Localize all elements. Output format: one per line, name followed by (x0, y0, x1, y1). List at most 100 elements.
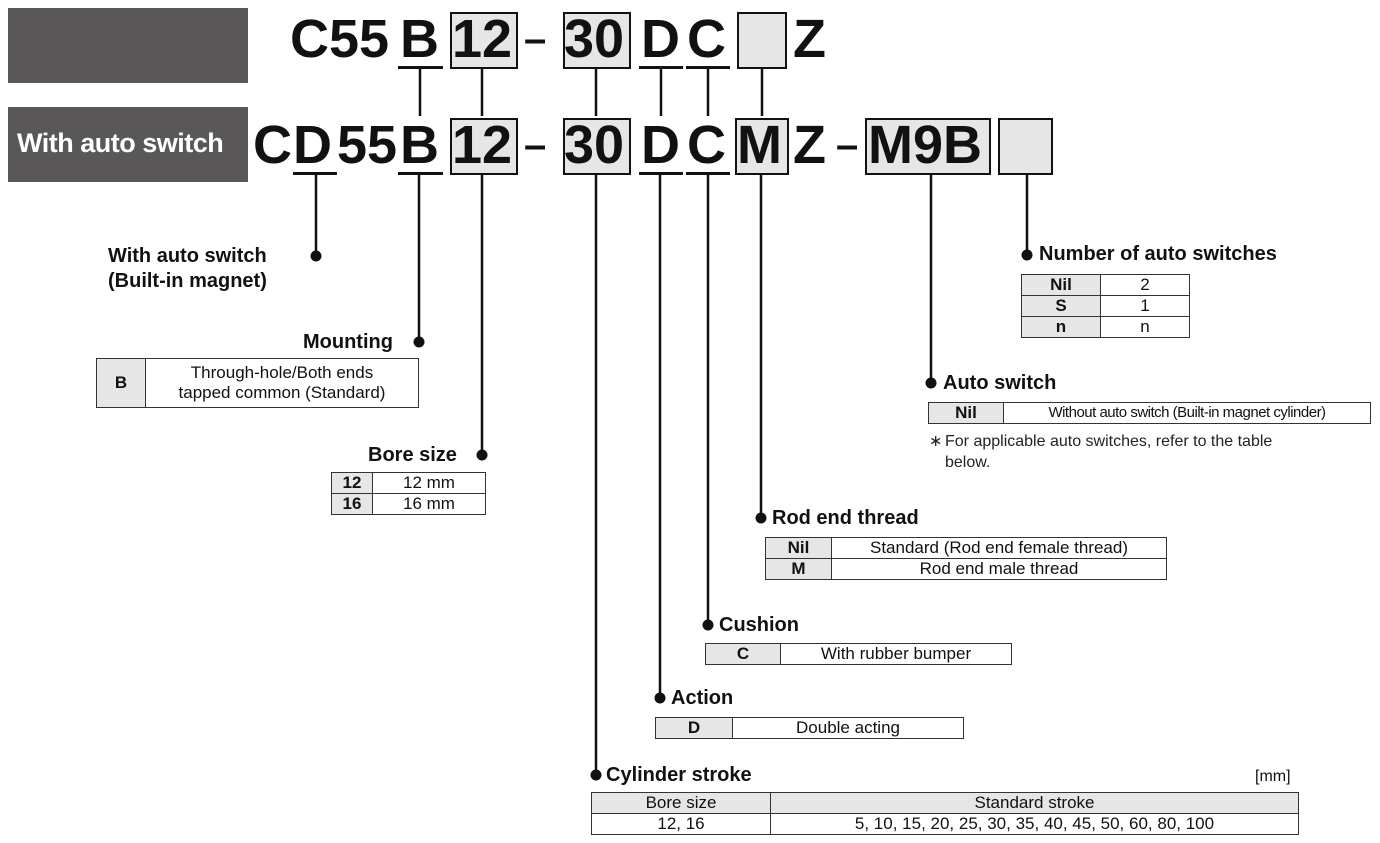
row2-cushion-underline (686, 172, 730, 175)
number-key: S (1021, 295, 1101, 317)
cylinder-stroke-label: Cylinder stroke (606, 764, 752, 786)
row1-stroke-box (563, 12, 631, 69)
auto-switch-note: ∗For applicable auto switches, refer to … (929, 431, 1369, 473)
cushion-key: C (705, 643, 781, 665)
thread-key: M (765, 558, 832, 580)
dot-rod-end-thread (755, 512, 767, 524)
dot-number-of-switches (1021, 249, 1033, 261)
note-mark: ∗ (929, 433, 943, 450)
stroke-bore: 12, 16 (591, 813, 771, 835)
mounting-desc-2: tapped common (Standard) (178, 383, 386, 402)
thread-val: Rod end male thread (831, 558, 1167, 580)
row1-mounting: B (400, 9, 439, 69)
row2-number-box (998, 118, 1053, 175)
bore-size-label: Bore size (368, 444, 457, 466)
thread-row: Nil Standard (Rod end female thread) (765, 537, 1167, 559)
bore-size-table: 12 12 mm 16 16 mm (331, 472, 486, 515)
row2-bore: 12 (452, 115, 513, 175)
row1-action-underline (639, 66, 683, 69)
row2-dash: – (524, 123, 547, 167)
with-auto-switch-banner: With auto switch (8, 107, 248, 182)
auto-switch-label: Auto switch (943, 372, 1057, 394)
banner-label: With auto switch (17, 128, 224, 158)
header-banner-blank (8, 8, 248, 83)
cushion-table: C With rubber bumper (705, 643, 1012, 665)
mounting-label: Mounting (303, 331, 393, 353)
cushion-label: Cushion (719, 614, 799, 636)
number-val: n (1100, 316, 1190, 338)
action-key: D (655, 717, 733, 739)
auto-switch-magnet-label-1: With auto switch (108, 245, 267, 267)
action-label: Action (671, 687, 734, 709)
stroke-header-row: Bore size Standard stroke (591, 792, 1299, 814)
number-row: Nil 2 (1021, 274, 1190, 296)
row2-prefix-c: C (253, 115, 292, 175)
row2-switch: M9B (868, 115, 983, 175)
row1-action: D (641, 9, 680, 69)
row2-action: D (641, 115, 680, 175)
stroke-head-stroke: Standard stroke (770, 792, 1299, 814)
row1-mounting-underline (398, 66, 443, 69)
row1-dash: – (524, 17, 547, 61)
mounting-desc-1: Through-hole/Both ends (190, 363, 374, 382)
row2-switch-box (865, 118, 991, 175)
row2-suffix: Z (793, 115, 826, 175)
mounting-table: B Through-hole/Both ends tapped common (… (96, 358, 419, 408)
row2-thread: M (737, 115, 782, 175)
auto-switch-val: Without auto switch (Built-in magnet cyl… (1003, 402, 1371, 424)
dot-action (654, 692, 666, 704)
number-of-switches-table: Nil 2 S 1 n n (1021, 274, 1190, 338)
bore-val: 16 mm (372, 493, 486, 515)
dot-cushion (702, 619, 714, 631)
rod-end-thread-label: Rod end thread (772, 507, 919, 529)
thread-val: Standard (Rod end female thread) (831, 537, 1167, 559)
mounting-key: B (96, 358, 146, 408)
row2-mounting-underline (398, 172, 443, 175)
number-row: S 1 (1021, 295, 1190, 317)
dot-bore-size (476, 449, 488, 461)
row2-prefix-d: D (293, 115, 332, 175)
bore-val: 12 mm (372, 472, 486, 494)
action-table: D Double acting (655, 717, 964, 739)
row1-stroke: 30 (564, 9, 625, 69)
bore-key: 12 (331, 472, 373, 494)
note-line-2: below. (945, 454, 991, 471)
number-of-switches-label: Number of auto switches (1039, 243, 1277, 265)
cylinder-stroke-table: Bore size Standard stroke 12, 16 5, 10, … (591, 792, 1299, 835)
row1-bore: 12 (452, 9, 513, 69)
dot-auto-switch (925, 377, 937, 389)
row2-cushion: C (687, 115, 726, 175)
cushion-val: With rubber bumper (780, 643, 1012, 665)
row1-suffix: Z (793, 9, 826, 69)
dot-auto-switch-magnet (310, 250, 322, 262)
row2-stroke: 30 (564, 115, 625, 175)
number-row: n n (1021, 316, 1190, 338)
number-val: 2 (1100, 274, 1190, 296)
rod-end-thread-table: Nil Standard (Rod end female thread) M R… (765, 537, 1167, 580)
auto-switch-table: Nil Without auto switch (Built-in magnet… (928, 402, 1371, 424)
dot-cylinder-stroke (590, 769, 602, 781)
thread-key: Nil (765, 537, 832, 559)
note-line-1: For applicable auto switches, refer to t… (945, 433, 1273, 450)
bore-row: 12 12 mm (331, 472, 486, 494)
dot-mounting (413, 336, 425, 348)
row2-action-underline (639, 172, 683, 175)
row1-cushion-underline (686, 66, 730, 69)
row2-bore-box (450, 118, 518, 175)
number-val: 1 (1100, 295, 1190, 317)
mounting-desc: Through-hole/Both ends tapped common (St… (145, 358, 419, 408)
auto-switch-magnet-label-2: (Built-in magnet) (108, 270, 267, 292)
action-val: Double acting (732, 717, 964, 739)
row2-prefix-rest: 55 (337, 115, 398, 175)
row1-bore-box (450, 12, 518, 69)
bore-row: 16 16 mm (331, 493, 486, 515)
row1-prefix: C55 (290, 9, 390, 69)
row2-thread-box (735, 118, 789, 175)
number-key: Nil (1021, 274, 1101, 296)
number-key: n (1021, 316, 1101, 338)
row2-stroke-box (563, 118, 631, 175)
row1-cushion: C (687, 9, 726, 69)
stroke-head-bore: Bore size (591, 792, 771, 814)
auto-switch-key: Nil (928, 402, 1004, 424)
